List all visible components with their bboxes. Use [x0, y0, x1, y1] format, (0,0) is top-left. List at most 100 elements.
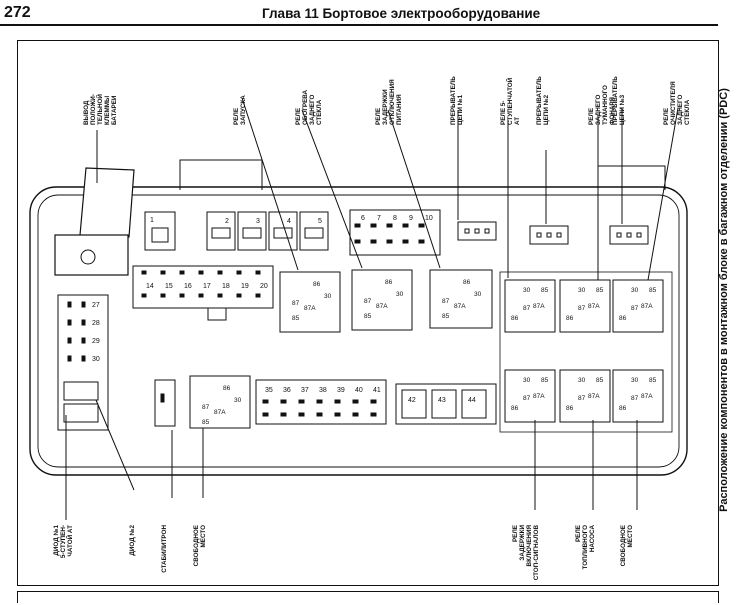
pin-label: 87 — [578, 305, 586, 312]
pin-label: 86 — [511, 315, 519, 322]
callout-line: ЗАПУСКА — [240, 95, 247, 125]
callout-line: КЛЕММЫ — [104, 96, 111, 125]
pin-label: 85 — [292, 315, 300, 322]
fuse-label: 4 — [287, 218, 291, 225]
pin-label: 30 — [578, 287, 586, 294]
pin-label: 30 — [396, 291, 404, 298]
pin-label: 85 — [649, 377, 657, 384]
pin-label: 87 — [631, 395, 639, 402]
pin-label: 85 — [364, 313, 372, 320]
relay-area: 86308787A8586308787A8586308787A858630878… — [189, 269, 673, 433]
callout-line: РЕЛЕ — [295, 108, 302, 125]
fuse-label: 17 — [203, 283, 211, 290]
pin-label: 87A — [376, 303, 388, 310]
fuse-column-left — [57, 294, 109, 431]
leader-line — [241, 97, 299, 271]
diode-socket — [63, 381, 99, 401]
callout-line: ЗАДНЕГО — [309, 95, 316, 125]
pin-label: 85 — [541, 377, 549, 384]
callout-line: ОТКЛЮЧЕНИЯ — [389, 79, 396, 125]
circuit-breaker — [529, 225, 569, 245]
pin-label: 86 — [313, 281, 321, 288]
pin-label: 87A — [533, 393, 545, 400]
pin-label: 86 — [566, 405, 574, 412]
pin-label: 30 — [324, 293, 332, 300]
fuse-label: 44 — [468, 397, 476, 404]
fuse-label: 38 — [319, 387, 327, 394]
callout-line: ЧАТОЙ АТ — [65, 525, 74, 557]
pin-label: 30 — [523, 377, 531, 384]
pin-label: 30 — [631, 287, 639, 294]
page-number: 272 — [4, 4, 31, 21]
figure-frame — [17, 40, 719, 586]
pin-label: 30 — [234, 397, 242, 404]
header-rule — [0, 24, 718, 26]
page-header: 272 Глава 11 Бортовое электрооборудовани… — [0, 0, 750, 26]
pin-label: 30 — [523, 287, 531, 294]
pin-label: 87 — [202, 404, 210, 411]
fuse-label: 41 — [373, 387, 381, 394]
callout-line: НАСОСА — [589, 525, 596, 553]
fuse-label: 28 — [92, 320, 100, 327]
pin-label: 87A — [588, 303, 600, 310]
leader-line — [95, 399, 135, 491]
fuse-maxi — [299, 211, 329, 251]
fuse-row-bottom-big — [395, 383, 497, 425]
leader-line — [301, 109, 363, 269]
callout-line: РЕЛЕ — [663, 108, 670, 125]
fuse-row-bottom — [255, 379, 387, 425]
fuse-maxi — [268, 211, 298, 251]
relay — [559, 279, 611, 333]
fuse-label: 6 — [361, 215, 365, 222]
callout-line: ДИОД №2 — [129, 525, 136, 556]
fuse-label: 18 — [222, 283, 230, 290]
callout-line: ПРЕРЫВАТЕЛЬ — [612, 76, 619, 125]
pin-label: 85 — [649, 287, 657, 294]
fuse-label: 8 — [393, 215, 397, 222]
pin-label: 87 — [292, 300, 300, 307]
fuse-label: 35 — [265, 387, 273, 394]
callout-line: ПИТАНИЯ — [396, 94, 403, 125]
pin-label: 87 — [631, 305, 639, 312]
callout-line: СВОБОДНОЕ — [620, 525, 627, 566]
fuse-label: 15 — [165, 283, 173, 290]
fuse-label: 30 — [92, 356, 100, 363]
pin-label: 86 — [223, 385, 231, 392]
callout-line: ЦЕПИ №2 — [543, 94, 550, 125]
callout-line: СТЕКЛА — [316, 99, 323, 125]
mini-fuse-block — [349, 209, 441, 256]
leader-lines — [65, 97, 679, 520]
pin-label: 30 — [578, 377, 586, 384]
fuse-label: 5 — [318, 218, 322, 225]
fuse-label: 16 — [184, 283, 192, 290]
fuse-label: 9 — [409, 215, 413, 222]
callout-line: ВЫВОД — [83, 100, 90, 125]
callout-line: ДИОД №1 — [53, 525, 60, 556]
fuse-label: 1 — [150, 217, 154, 224]
pin-label: 87A — [641, 303, 653, 310]
relay — [612, 369, 664, 423]
relay — [279, 271, 341, 333]
fuse-maxi — [206, 211, 236, 251]
pin-label: 87A — [304, 305, 316, 312]
chapter-title: Глава 11 Бортовое электрооборудование — [262, 6, 541, 21]
stabilitron-socket — [154, 379, 176, 427]
fuse-label: 42 — [408, 397, 416, 404]
pin-label: 85 — [202, 419, 210, 426]
fuse-label: 19 — [241, 283, 249, 290]
relay — [559, 369, 611, 423]
fuse-label: 20 — [260, 283, 268, 290]
pin-label: 87 — [442, 298, 450, 305]
fuse-label: 7 — [377, 215, 381, 222]
fuse-row-mid — [132, 265, 274, 309]
